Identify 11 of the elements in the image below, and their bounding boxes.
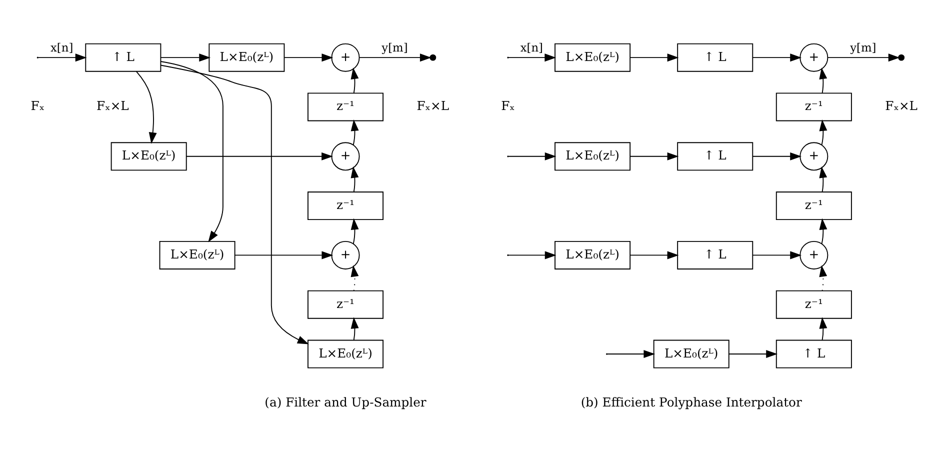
label: Fₓ [30, 99, 45, 114]
label: Fₓ×L [96, 99, 129, 114]
label: Fₓ [501, 99, 515, 114]
edge-label: y[m] [382, 40, 408, 54]
edge-label: x[n] [50, 40, 74, 54]
label: Fₓ×L [885, 99, 918, 114]
label: (a) Filter and Up-Sampler [264, 396, 426, 410]
label: (b) Efficient Polyphase Interpolator [580, 396, 802, 410]
edge-label: y[m] [850, 40, 876, 54]
edge-label: x[n] [520, 40, 543, 54]
label: Fₓ×L [416, 99, 450, 114]
